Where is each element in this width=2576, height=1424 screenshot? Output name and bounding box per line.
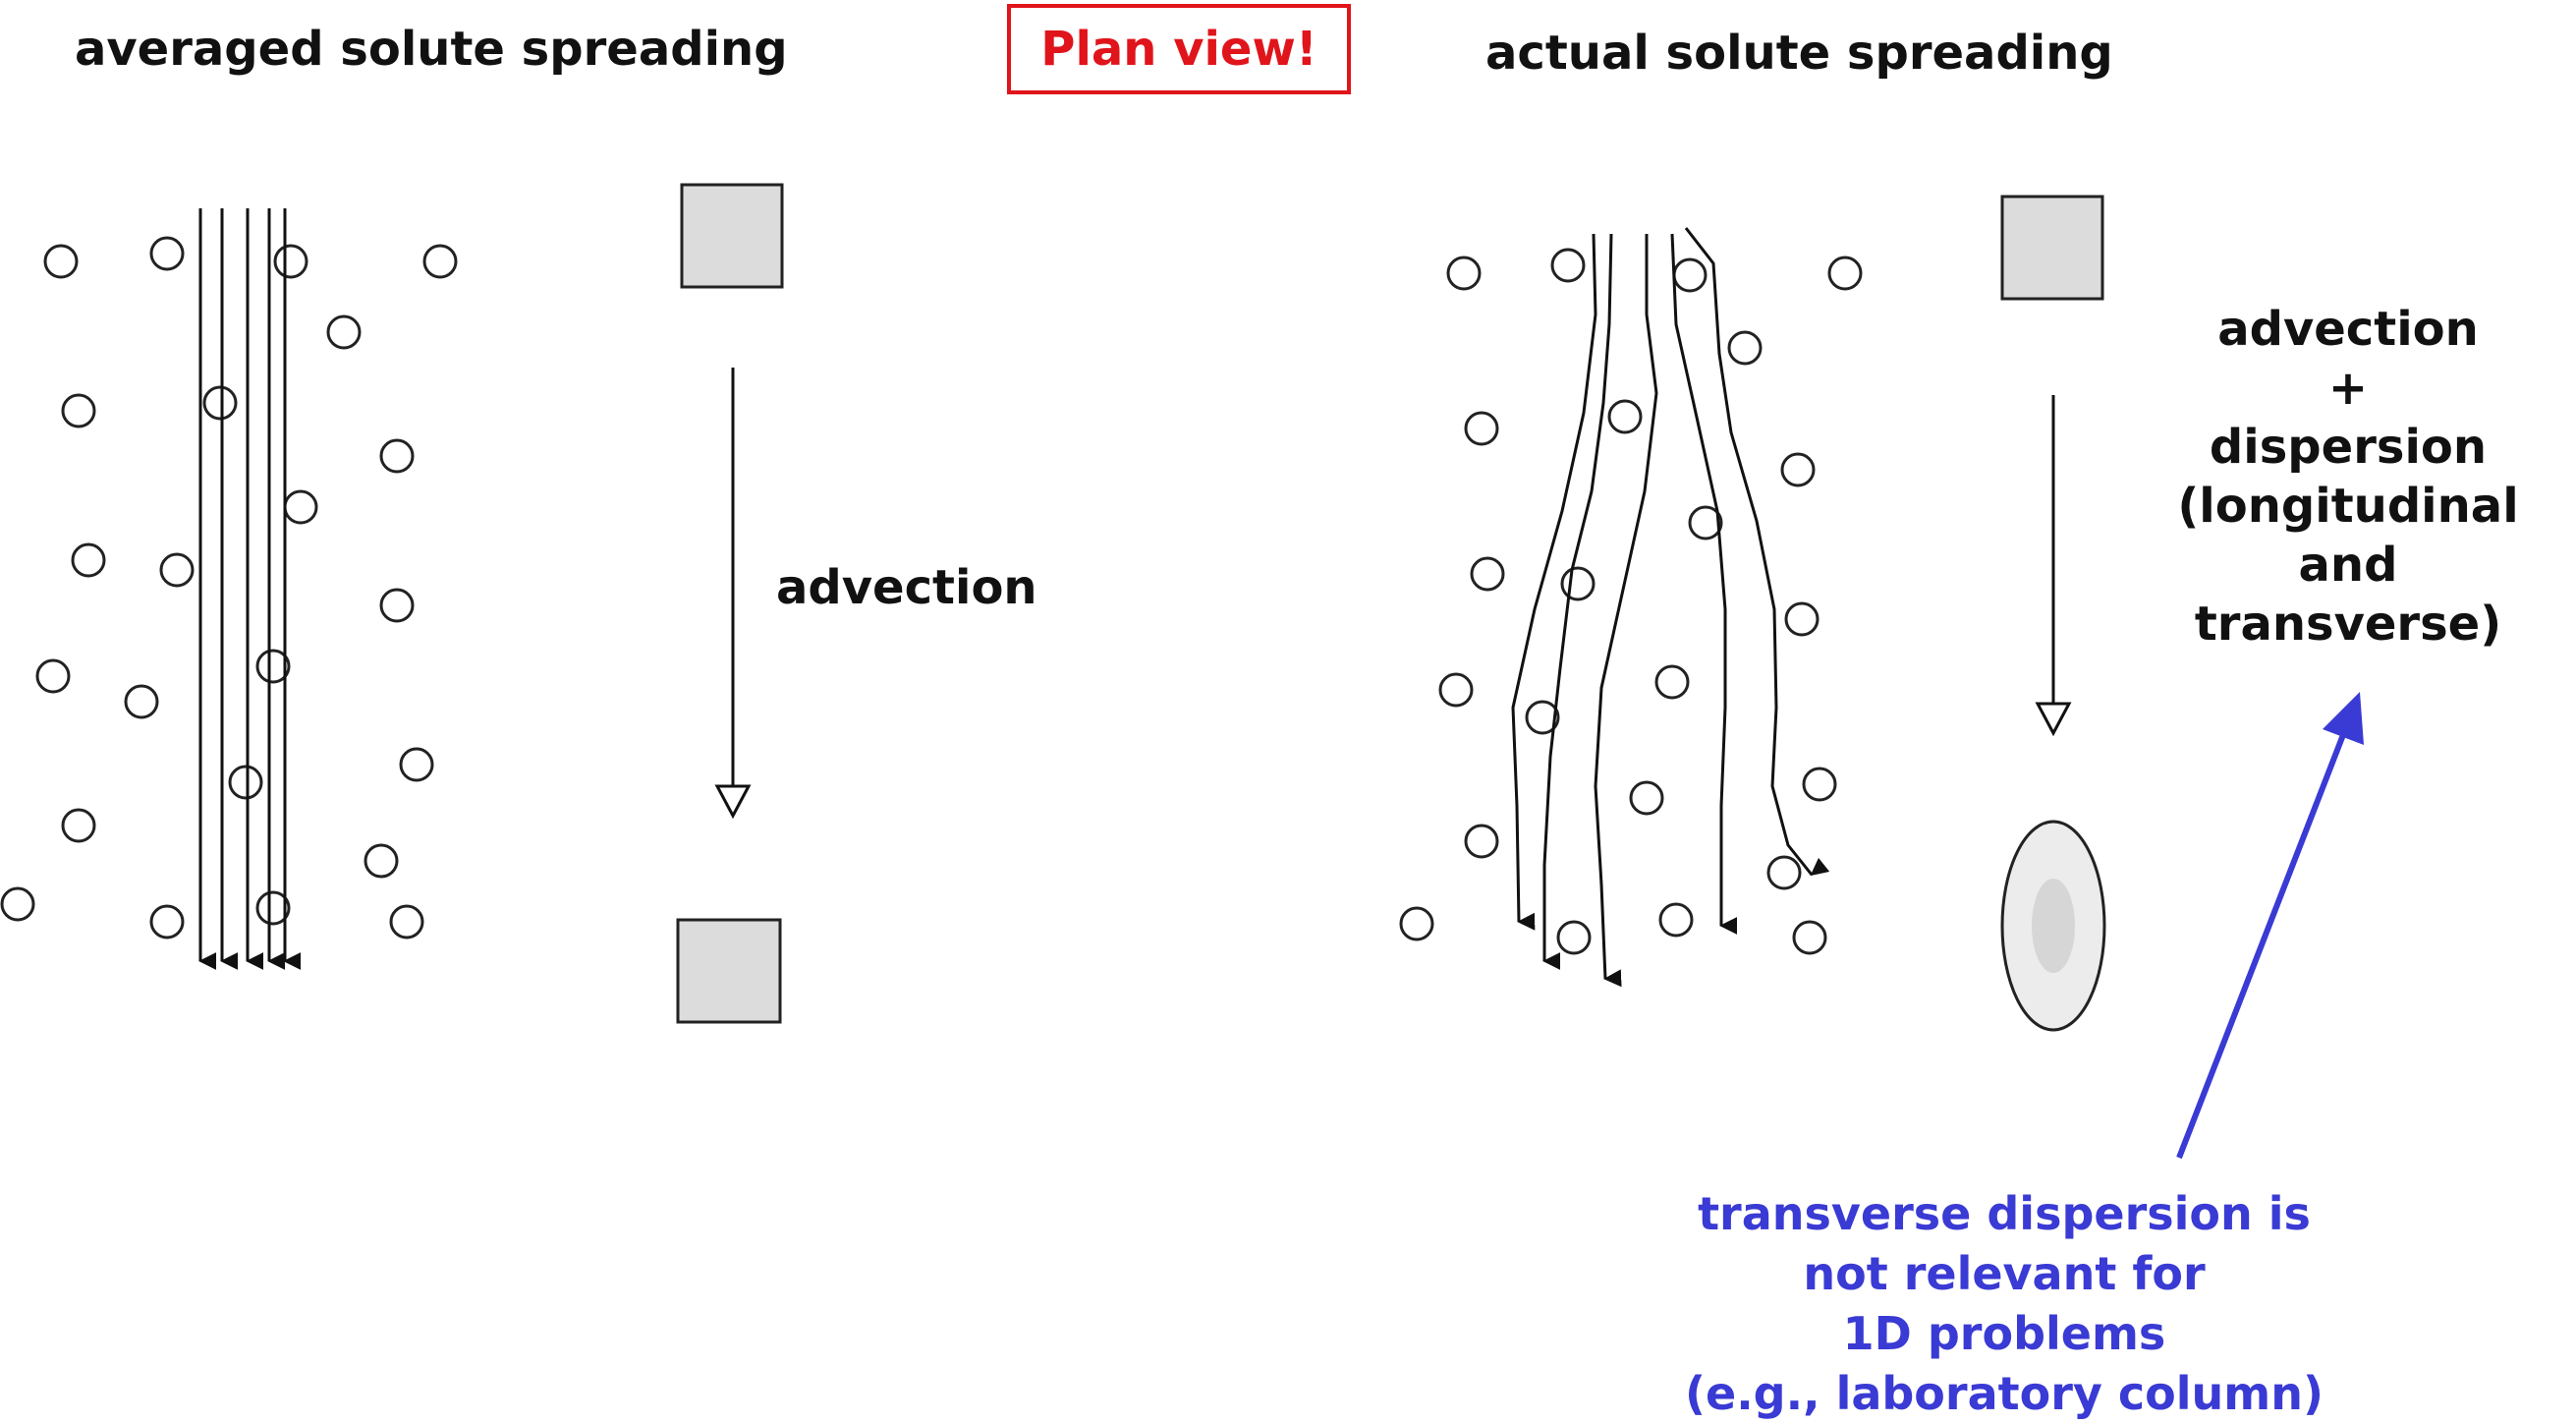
adv-line: dispersion <box>2209 420 2488 475</box>
note-line: not relevant for <box>1803 1247 2206 1300</box>
adv-line: + <box>2327 361 2369 416</box>
plan-view-label: Plan view! <box>1040 22 1317 77</box>
adv-line: (longitudinal <box>2177 479 2519 534</box>
transverse-note: transverse dispersion is not relevant fo… <box>1611 1184 2397 1424</box>
note-line: (e.g., laboratory column) <box>1684 1367 2324 1420</box>
note-pointer-arrow <box>2176 692 2364 1160</box>
advection-label-left: advection <box>776 560 1037 615</box>
adv-line: transverse) <box>2194 597 2502 652</box>
note-line: transverse dispersion is <box>1698 1187 2311 1240</box>
advection-arrow-left <box>714 368 752 820</box>
streamlines-right <box>1511 227 1830 988</box>
note-line: 1D problems <box>1842 1307 2166 1360</box>
advection-dispersion-label: advection + dispersion (longitudinal and… <box>2142 300 2554 654</box>
title-averaged: averaged solute spreading <box>75 22 788 77</box>
grains-left <box>0 236 458 940</box>
solute-box-initial-right <box>2000 195 2104 301</box>
streamlines-left <box>198 208 302 970</box>
grains-right <box>1399 248 1863 955</box>
title-actual: actual solute spreading <box>1485 26 2113 81</box>
dispersed-plume <box>2000 820 2106 1032</box>
solute-box-final-left <box>676 918 782 1024</box>
adv-line: and <box>2298 538 2398 593</box>
plan-view-box: Plan view! <box>1007 4 1351 94</box>
adv-line: advection <box>2217 302 2479 357</box>
advection-arrow-right <box>2035 395 2072 737</box>
solute-box-initial-left <box>680 183 784 289</box>
